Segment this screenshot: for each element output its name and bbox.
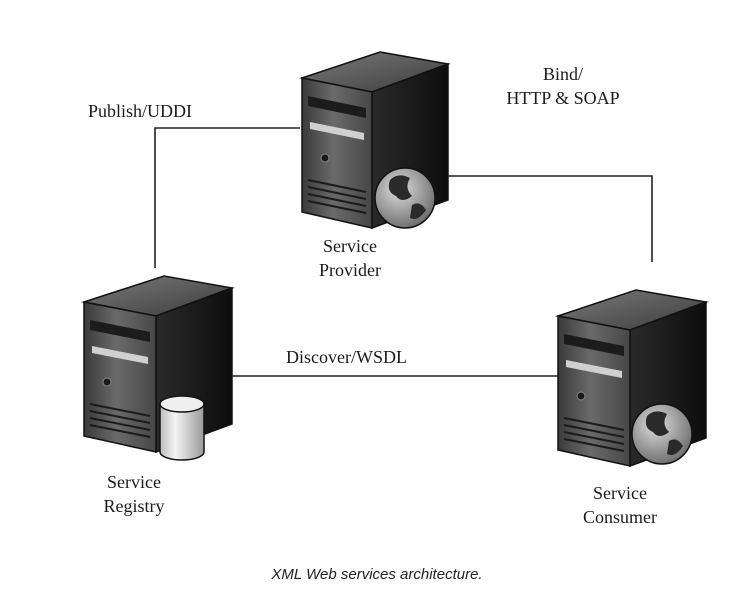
registry-server-icon [81, 275, 235, 461]
publish-connector [154, 127, 300, 268]
provider-label-line2: Provider [319, 260, 381, 280]
consumer-label-line1: Service [593, 483, 647, 503]
discover-edge-label: Discover/WSDL [286, 347, 407, 367]
consumer-globe-icon [631, 403, 693, 465]
consumer-server-icon [555, 289, 709, 468]
bind-edge-label-line1: Bind/ [542, 64, 583, 84]
provider-server-icon [299, 51, 451, 230]
registry-label-line1: Service [107, 472, 161, 492]
connectors [154, 127, 653, 377]
publish-edge-label: Publish/UDDI [88, 101, 193, 121]
figure-caption: XML Web services architecture. [271, 566, 483, 583]
provider-label-line1: Service [323, 236, 377, 256]
registry-label-line2: Registry [103, 496, 165, 516]
bind-edge-label-line2: HTTP & SOAP [506, 88, 620, 108]
provider-globe-icon [374, 167, 436, 229]
consumer-label-line2: Consumer [583, 507, 657, 527]
consumer-label: Service Consumer [565, 481, 675, 529]
registry-database-icon [159, 395, 205, 461]
bind-connector [445, 175, 653, 262]
provider-label: Service Provider [295, 234, 405, 282]
bind-edge-label: Bind/ HTTP & SOAP [488, 62, 638, 110]
registry-label: Service Registry [79, 470, 189, 518]
